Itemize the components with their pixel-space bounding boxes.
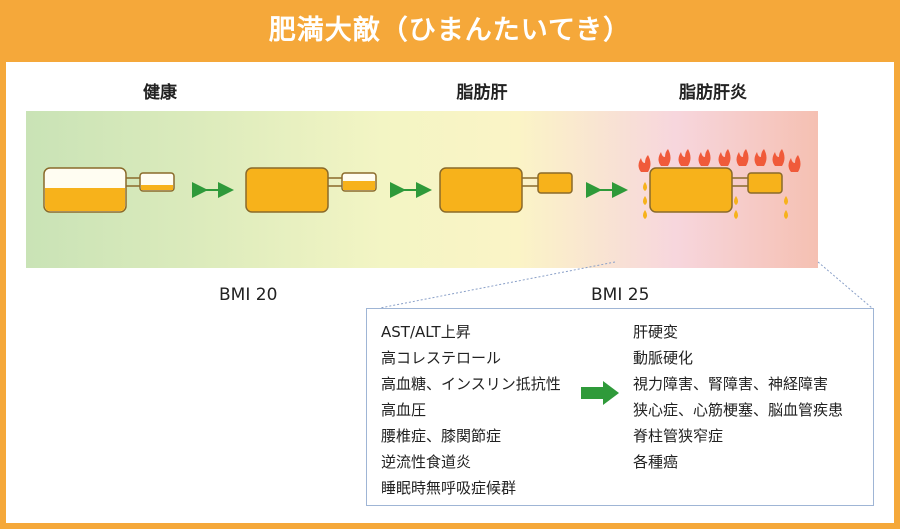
- list-item: 高血糖、インスリン抵抗性: [381, 375, 561, 393]
- list-item: 各種癌: [633, 453, 679, 471]
- list-item: 高血圧: [381, 401, 427, 419]
- inflamed-liver-icon: [638, 149, 801, 219]
- list-item: 脊柱管狭窄症: [633, 427, 724, 445]
- healthy-liver-icon: [43, 167, 175, 213]
- bmi-marker-25: BMI 25: [591, 285, 650, 305]
- list-item: 逆流性食道炎: [381, 453, 472, 471]
- list-item: 動脈硬化: [633, 349, 694, 367]
- bmi-marker-20: BMI 20: [219, 285, 278, 305]
- list-item: 高コレステロール: [381, 349, 502, 367]
- complications-box: AST/ALT上昇 高コレステロール 高血糖、インスリン抵抗性 高血圧 腰椎症、…: [366, 308, 874, 506]
- flame-icons: [638, 149, 801, 172]
- stage-label-healthy: 健康: [143, 83, 177, 103]
- page-title: 肥満大敵（ひまんたいてき）: [268, 15, 632, 46]
- list-item: 狭心症、心筋梗塞、脳血管疾患: [633, 401, 844, 419]
- list-item: 肝硬変: [633, 323, 679, 341]
- drop-icons: [643, 182, 788, 219]
- right-arrow-icon: [581, 381, 619, 405]
- stage-label-fatty-liver: 脂肪肝: [456, 83, 508, 103]
- conditions-before-list: AST/ALT上昇 高コレステロール 高血糖、インスリン抵抗性 高血圧 腰椎症、…: [381, 319, 561, 501]
- list-item: 視力障害、腎障害、神経障害: [633, 375, 829, 393]
- list-item: 腰椎症、膝関節症: [381, 427, 502, 445]
- list-item: AST/ALT上昇: [381, 323, 471, 341]
- fatty-liver-icon: [439, 167, 573, 213]
- stage-label-steatohepatitis: 脂肪肝炎: [679, 83, 747, 103]
- conditions-after-list: 肝硬変 動脈硬化 視力障害、腎障害、神経障害 狭心症、心筋梗塞、脳血管疾患 脊柱…: [633, 319, 843, 475]
- fatty-liver-early-icon: [245, 167, 377, 213]
- list-item: 睡眠時無呼吸症候群: [381, 479, 517, 497]
